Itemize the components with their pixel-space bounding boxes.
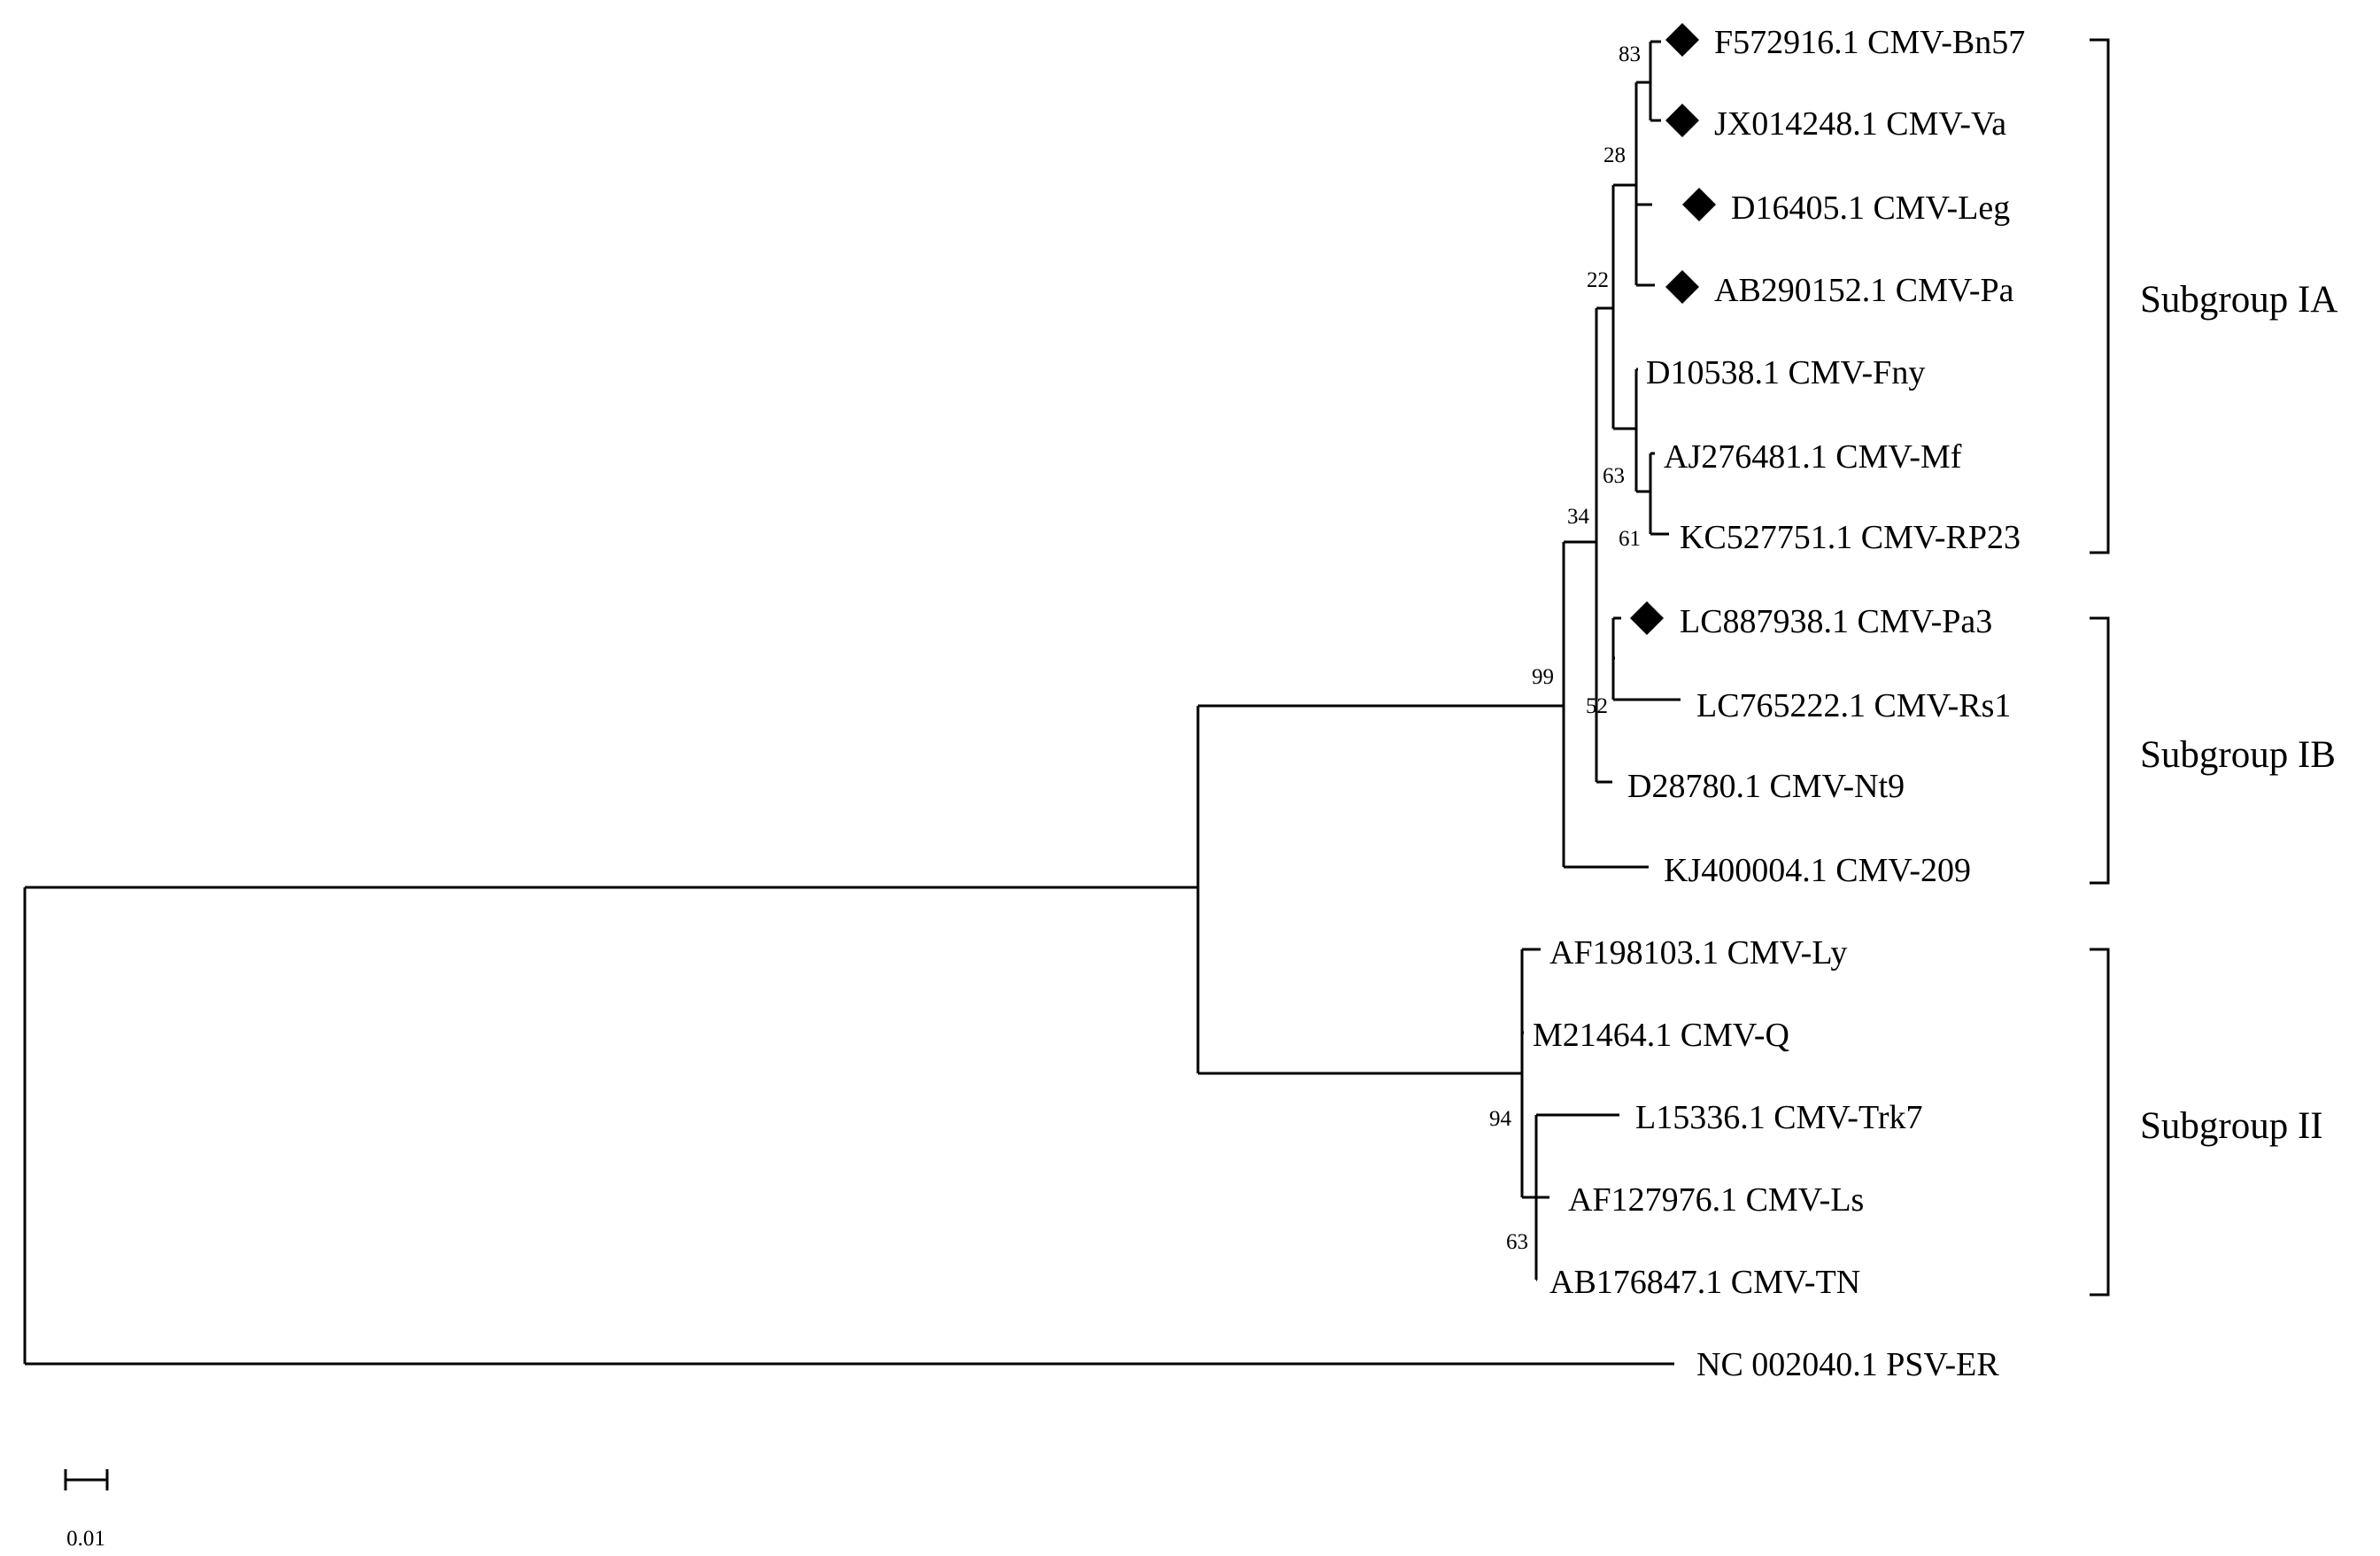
subgroup-brackets <box>2090 38 2110 1297</box>
bootstrap-value: 28 <box>1603 143 1626 167</box>
subgroup-bracket <box>2090 38 2110 554</box>
leaf-label-cmv-trk7: L15336.1 CMV-Trk7 <box>1635 1099 1922 1136</box>
leaf-label-cmv-nt9: D28780.1 CMV-Nt9 <box>1627 768 1905 805</box>
subgroup-ia-label: Subgroup IA <box>2140 279 2338 321</box>
scale-bar-label: 0.01 <box>66 1527 105 1551</box>
diamond-marker-icon <box>1665 23 1699 57</box>
leaf-label-cmv-rp23: KC527751.1 CMV-RP23 <box>1680 519 2021 556</box>
subgroup-ib-label: Subgroup IB <box>2140 734 2336 776</box>
leaf-label-psv-er: NC 002040.1 PSV-ER <box>1696 1346 1999 1383</box>
scale-bar <box>64 1469 109 1490</box>
bootstrap-value: 63 <box>1506 1230 1528 1254</box>
diamond-marker-icon <box>1630 601 1664 635</box>
bootstrap-value: 83 <box>1619 43 1641 66</box>
leaf-label-cmv-bn57: F572916.1 CMV-Bn57 <box>1714 24 2025 61</box>
bootstrap-value: 34 <box>1567 505 1590 529</box>
tree-branches <box>23 40 1681 1366</box>
leaf-label-cmv-pa3: LC887938.1 CMV-Pa3 <box>1680 603 1992 640</box>
diamond-marker-icon <box>1682 188 1716 221</box>
leaf-label-cmv-ls: AF127976.1 CMV-Ls <box>1568 1181 1864 1219</box>
bootstrap-value: 52 <box>1586 694 1608 718</box>
bootstrap-value: 22 <box>1587 268 1609 292</box>
leaf-label-cmv-leg: D16405.1 CMV-Leg <box>1731 190 2010 227</box>
subgroup-bracket <box>2090 948 2110 1297</box>
leaf-label-cmv-fny: D10538.1 CMV-Fny <box>1646 354 1925 391</box>
leaf-label-cmv-tn: AB176847.1 CMV-TN <box>1549 1264 1860 1301</box>
leaf-label-cmv-rs1: LC765222.1 CMV-Rs1 <box>1696 687 2011 724</box>
leaf-label-cmv-ly: AF198103.1 CMV-Ly <box>1549 934 1847 972</box>
leaf-label-cmv-209: KJ400004.1 CMV-209 <box>1664 852 1971 889</box>
diamond-marker-icon <box>1665 104 1699 137</box>
subgroup-ii-label: Subgroup II <box>2140 1105 2323 1147</box>
bootstrap-value: 99 <box>1532 665 1554 689</box>
leaf-label-cmv-pa: AB290152.1 CMV-Pa <box>1714 272 2014 309</box>
diamond-marker-icon <box>1665 270 1699 304</box>
bootstrap-value: 61 <box>1619 527 1641 551</box>
leaf-markers <box>1630 23 1716 635</box>
leaf-label-cmv-q: M21464.1 CMV-Q <box>1533 1017 1789 1054</box>
leaf-label-cmv-va: JX014248.1 CMV-Va <box>1714 105 2006 143</box>
subgroup-bracket <box>2090 616 2110 885</box>
bootstrap-value: 94 <box>1489 1107 1512 1131</box>
leaf-label-cmv-mf: AJ276481.1 CMV-Mf <box>1664 438 1962 476</box>
bootstrap-value: 63 <box>1603 464 1625 488</box>
